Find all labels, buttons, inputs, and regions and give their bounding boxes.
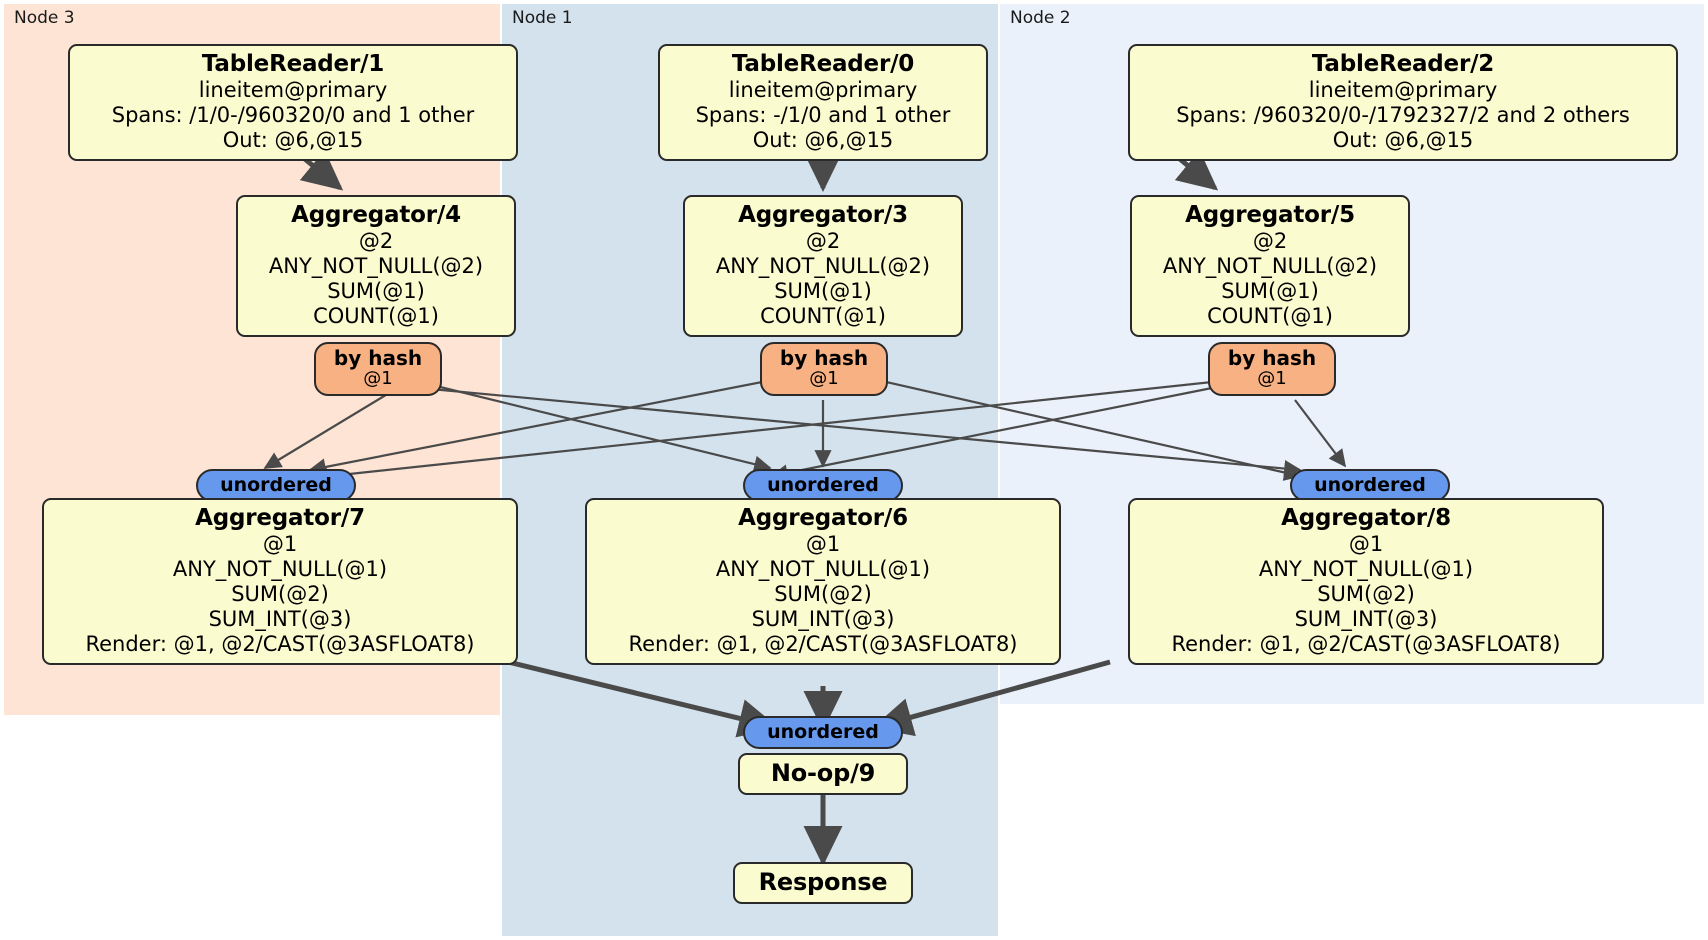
- processor-title: Aggregator/6: [738, 505, 908, 531]
- processor-response[interactable]: Response: [733, 862, 913, 904]
- processor-line: Out: @6,@15: [1332, 128, 1474, 153]
- hash-router-label: by hash: [1227, 346, 1317, 370]
- processor-title: Aggregator/8: [1281, 505, 1451, 531]
- processor-aggregator-8[interactable]: Aggregator/8 @1 ANY_NOT_NULL(@1) SUM(@2)…: [1128, 498, 1604, 666]
- processor-aggregator-6[interactable]: Aggregator/6 @1 ANY_NOT_NULL(@1) SUM(@2)…: [585, 498, 1061, 666]
- processor-title: Aggregator/4: [291, 202, 461, 228]
- processor-tablereader-0[interactable]: TableReader/0 lineitem@primary Spans: -/…: [658, 44, 988, 162]
- hash-router-label: by hash: [333, 346, 423, 370]
- processor-title: TableReader/1: [201, 51, 385, 77]
- processor-line: lineitem@primary: [728, 78, 918, 103]
- processor-line: lineitem@primary: [198, 78, 388, 103]
- processor-line: ANY_NOT_NULL(@1): [172, 557, 388, 582]
- hash-router-column: @1: [809, 368, 839, 390]
- synchronizer-label: unordered: [1314, 474, 1426, 496]
- processor-line: @1: [1348, 532, 1384, 557]
- processor-tablereader-1[interactable]: TableReader/1 lineitem@primary Spans: /1…: [68, 44, 518, 162]
- processor-line: Render: @1, @2/CAST(@3ASFLOAT8): [628, 632, 1018, 657]
- processor-line: SUM_INT(@3): [751, 607, 895, 632]
- processor-noop-9[interactable]: No-op/9: [738, 753, 908, 795]
- node-panel-label-node2: Node 2: [1010, 8, 1071, 28]
- processor-line: SUM_INT(@3): [1294, 607, 1438, 632]
- processor-title: TableReader/2: [1311, 51, 1495, 77]
- processor-line: COUNT(@1): [1207, 304, 1333, 329]
- processor-line: lineitem@primary: [1308, 78, 1498, 103]
- processor-line: Spans: -/1/0 and 1 other: [695, 103, 951, 128]
- processor-aggregator-4[interactable]: Aggregator/4 @2 ANY_NOT_NULL(@2) SUM(@1)…: [236, 195, 516, 338]
- processor-line: ANY_NOT_NULL(@1): [715, 557, 931, 582]
- hash-router-right[interactable]: by hash @1: [1208, 342, 1336, 396]
- synchronizer-unordered-left[interactable]: unordered: [196, 469, 356, 503]
- processor-line: SUM(@2): [774, 582, 872, 607]
- processor-aggregator-7[interactable]: Aggregator/7 @1 ANY_NOT_NULL(@1) SUM(@2)…: [42, 498, 518, 666]
- processor-aggregator-3[interactable]: Aggregator/3 @2 ANY_NOT_NULL(@2) SUM(@1)…: [683, 195, 963, 338]
- processor-line: Render: @1, @2/CAST(@3ASFLOAT8): [85, 632, 475, 657]
- processor-line: COUNT(@1): [760, 304, 886, 329]
- processor-aggregator-5[interactable]: Aggregator/5 @2 ANY_NOT_NULL(@2) SUM(@1)…: [1130, 195, 1410, 338]
- node-panel-label-node3: Node 3: [14, 8, 75, 28]
- synchronizer-label: unordered: [767, 474, 879, 496]
- synchronizer-label: unordered: [220, 474, 332, 496]
- hash-router-left[interactable]: by hash @1: [314, 342, 442, 396]
- processor-line: SUM_INT(@3): [208, 607, 352, 632]
- processor-line: SUM(@1): [327, 279, 425, 304]
- hash-router-column: @1: [363, 368, 393, 390]
- processor-title: Aggregator/3: [738, 202, 908, 228]
- processor-title: TableReader/0: [731, 51, 915, 77]
- hash-router-middle[interactable]: by hash @1: [760, 342, 888, 396]
- processor-title: Aggregator/7: [195, 505, 365, 531]
- synchronizer-unordered-final[interactable]: unordered: [743, 716, 903, 750]
- processor-line: Out: @6,@15: [752, 128, 894, 153]
- processor-line: SUM(@1): [1221, 279, 1319, 304]
- processor-line: @2: [805, 229, 841, 254]
- hash-router-label: by hash: [779, 346, 869, 370]
- processor-line: SUM(@2): [1317, 582, 1415, 607]
- synchronizer-label: unordered: [767, 721, 879, 743]
- processor-line: @1: [262, 532, 298, 557]
- processor-line: COUNT(@1): [313, 304, 439, 329]
- processor-line: Out: @6,@15: [222, 128, 364, 153]
- processor-line: @1: [805, 532, 841, 557]
- processor-line: ANY_NOT_NULL(@2): [268, 254, 484, 279]
- processor-line: Render: @1, @2/CAST(@3ASFLOAT8): [1171, 632, 1561, 657]
- processor-line: @2: [1252, 229, 1288, 254]
- processor-title: Response: [758, 868, 888, 896]
- processor-line: Spans: /960320/0-/1792327/2 and 2 others: [1176, 103, 1630, 128]
- processor-line: SUM(@2): [231, 582, 329, 607]
- processor-tablereader-2[interactable]: TableReader/2 lineitem@primary Spans: /9…: [1128, 44, 1678, 162]
- processor-line: ANY_NOT_NULL(@1): [1258, 557, 1474, 582]
- processor-line: ANY_NOT_NULL(@2): [715, 254, 931, 279]
- processor-line: SUM(@1): [774, 279, 872, 304]
- processor-title: Aggregator/5: [1185, 202, 1355, 228]
- processor-title: No-op/9: [770, 759, 876, 787]
- processor-line: ANY_NOT_NULL(@2): [1162, 254, 1378, 279]
- hash-router-column: @1: [1257, 368, 1287, 390]
- synchronizer-unordered-middle[interactable]: unordered: [743, 469, 903, 503]
- processor-line: Spans: /1/0-/960320/0 and 1 other: [111, 103, 475, 128]
- node-panel-label-node1: Node 1: [512, 8, 573, 28]
- processor-line: @2: [358, 229, 394, 254]
